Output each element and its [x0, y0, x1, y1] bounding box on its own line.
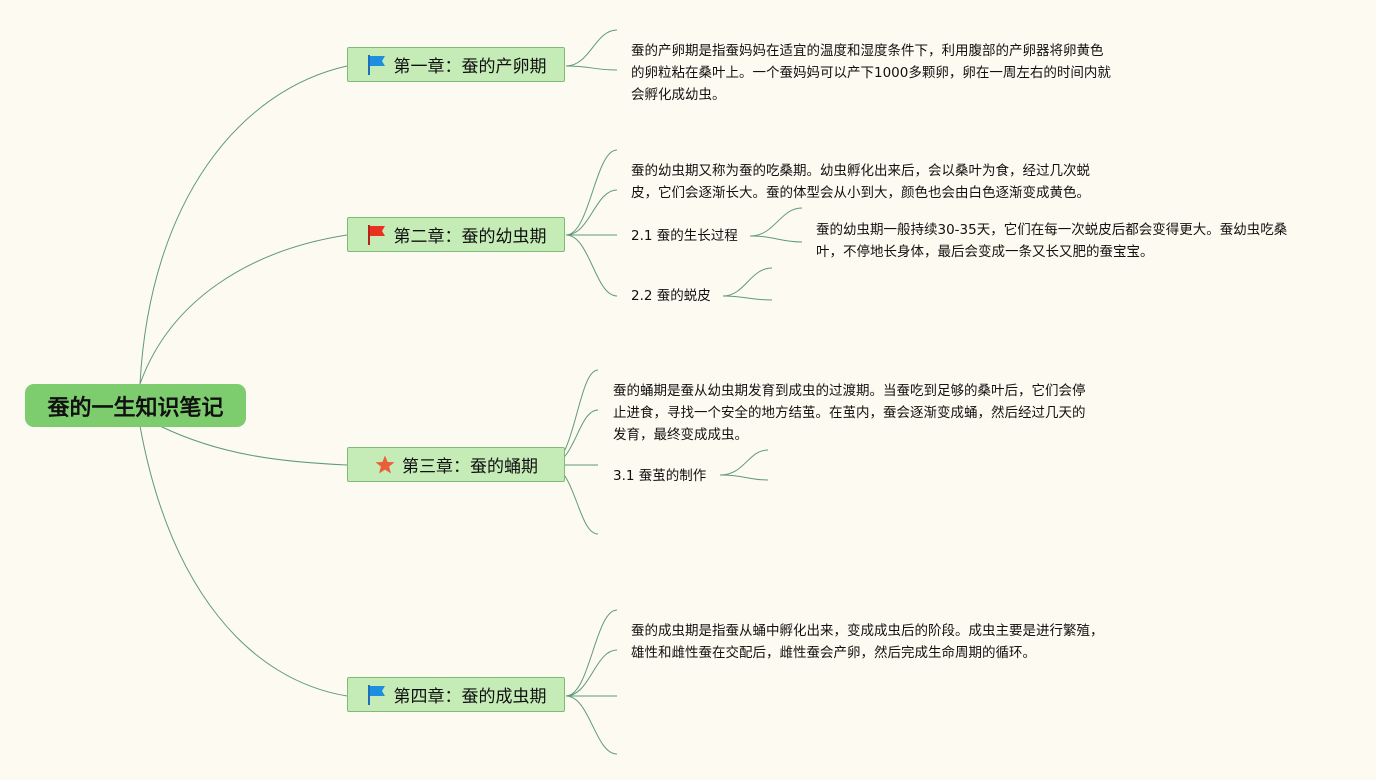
chapter-4-label: 第四章：蚕的成虫期 [393, 687, 547, 707]
chapter-3-note[interactable]: 蚕的蛹期是蚕从幼虫期发育到成虫的过渡期。当蚕吃到足够的桑叶后，它们会停 止进食，… [613, 383, 1086, 443]
root-topic[interactable]: 蚕的一生知识笔记 [25, 384, 246, 427]
chapter-4-note[interactable]: 蚕的成虫期是指蚕从蛹中孵化出来，变成成虫后的阶段。成虫主要是进行繁殖， 雄性和雌… [631, 623, 1104, 661]
subtopic-2-2[interactable]: 2.2 蚕的蜕皮 [631, 288, 711, 304]
subtopic-3-1[interactable]: 3.1 蚕茧的制作 [613, 468, 707, 484]
root-title: 蚕的一生知识笔记 [47, 395, 224, 421]
chapter-2-topic[interactable]: 第二章：蚕的幼虫期 [347, 217, 565, 252]
blue-flag-icon [366, 684, 388, 706]
chapter-3-topic[interactable]: 第三章：蚕的蛹期 [347, 447, 565, 482]
chapter-1-topic[interactable]: 第一章：蚕的产卵期 [347, 47, 565, 82]
chapter-2-label: 第二章：蚕的幼虫期 [393, 227, 547, 247]
subtopic-2-1-note[interactable]: 蚕的幼虫期一般持续30-35天，它们在每一次蜕皮后都会变得更大。蚕幼虫吃桑 叶，… [816, 222, 1288, 260]
blue-flag-icon [366, 54, 388, 76]
chapter-3-label: 第三章：蚕的蛹期 [402, 457, 538, 477]
chapter-1-note[interactable]: 蚕的产卵期是指蚕妈妈在适宜的温度和湿度条件下，利用腹部的产卵器将卵黄色 的卵粒粘… [631, 43, 1111, 103]
orange-star-icon [374, 454, 396, 476]
chapter-2-note[interactable]: 蚕的幼虫期又称为蚕的吃桑期。幼虫孵化出来后，会以桑叶为食，经过几次蜕 皮，它们会… [631, 163, 1090, 201]
chapter-1-label: 第一章：蚕的产卵期 [393, 57, 547, 77]
red-flag-icon [366, 224, 388, 246]
chapter-4-topic[interactable]: 第四章：蚕的成虫期 [347, 677, 565, 712]
subtopic-2-1[interactable]: 2.1 蚕的生长过程 [631, 228, 738, 244]
